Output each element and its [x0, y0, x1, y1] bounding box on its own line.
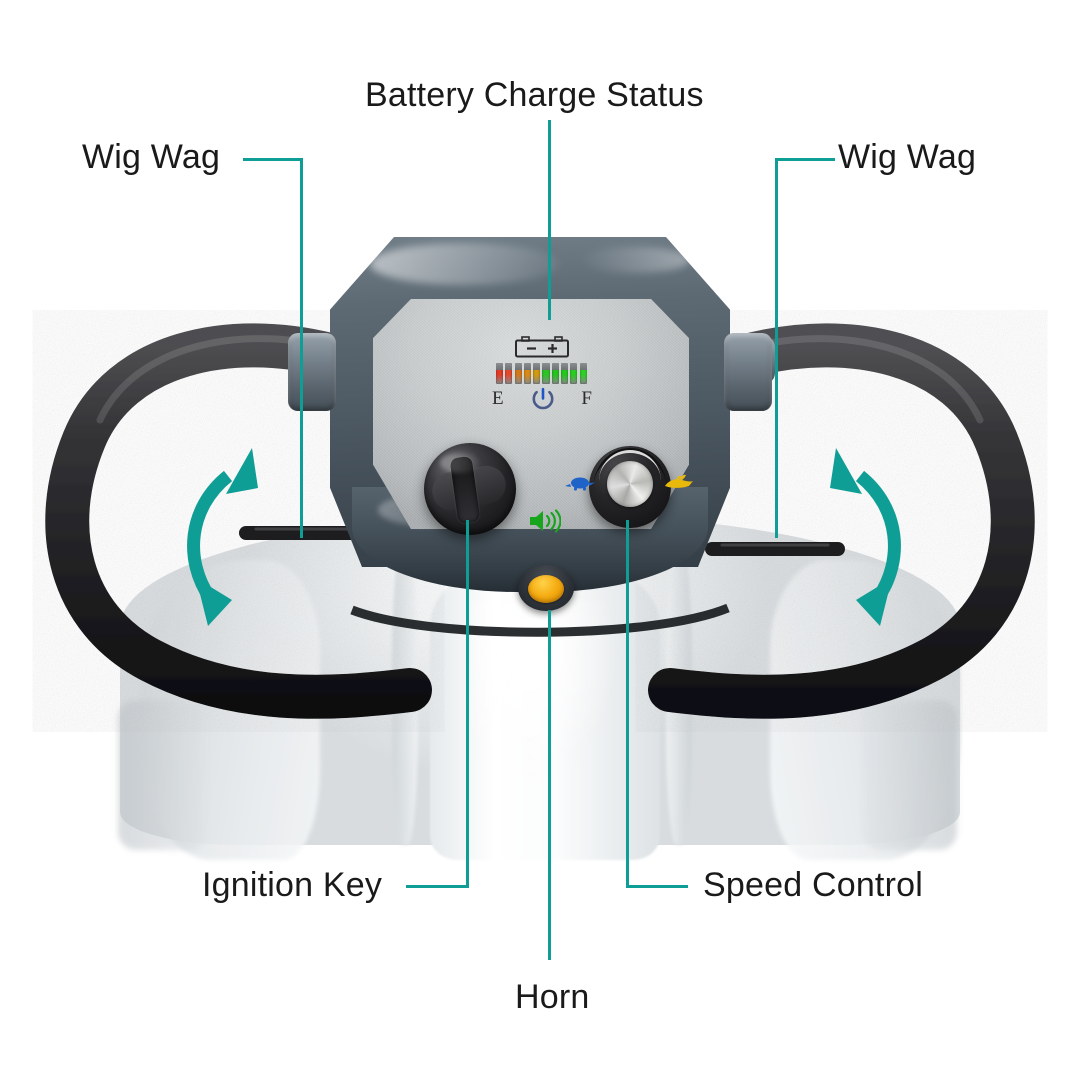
- handlebar-right[interactable]: [648, 323, 1035, 719]
- leader-line-ignition-v: [466, 520, 469, 888]
- wig-wag-motion-arrow-left: [187, 448, 258, 626]
- front-wheel-right: [862, 700, 957, 850]
- console-bezel-highlight-right: [580, 247, 690, 273]
- callout-label-wigwag-left: Wig Wag: [82, 138, 221, 176]
- battery-led-segment: [579, 363, 587, 384]
- leader-line-wigwag-left-h: [243, 158, 303, 161]
- battery-led-bargraph: [496, 363, 587, 384]
- console-stub-right: [724, 333, 772, 411]
- leader-line-wigwag-right-h: [775, 158, 835, 161]
- callout-label-horn: Horn: [515, 978, 590, 1016]
- console-stub-left: [288, 333, 336, 411]
- leader-line-ignition-h: [406, 885, 469, 888]
- speed-dial-knob[interactable]: [607, 461, 653, 507]
- leader-line-wigwag-right-v: [775, 158, 778, 538]
- gauge-full-label: F: [581, 388, 592, 409]
- callout-label-battery: Battery Charge Status: [365, 76, 704, 114]
- leader-line-horn: [548, 610, 551, 960]
- callout-label-ignition: Ignition Key: [202, 866, 383, 904]
- gauge-empty-label: E: [492, 388, 504, 409]
- callout-label-wigwag-right: Wig Wag: [838, 138, 977, 176]
- battery-icon: [515, 336, 569, 358]
- wig-wag-motion-arrow-right: [830, 448, 901, 626]
- hare-icon: [665, 474, 693, 488]
- leader-line-wigwag-left-v: [300, 158, 303, 538]
- horn-button-cap: [528, 575, 564, 603]
- battery-led-segment: [542, 363, 550, 384]
- battery-led-segment: [514, 363, 522, 384]
- power-icon: [532, 387, 554, 410]
- callout-label-speed: Speed Control: [703, 866, 923, 904]
- front-wheel-left: [118, 700, 208, 850]
- speed-dial-arc-marker: [599, 450, 661, 481]
- battery-led-segment: [551, 363, 560, 384]
- gauge-endpoint-labels: E F: [492, 388, 592, 410]
- tortoise-icon: [565, 477, 595, 491]
- horn-speaker-icon: [530, 509, 561, 533]
- battery-led-segment: [505, 363, 513, 384]
- battery-led-segment: [560, 363, 569, 384]
- console-bezel-highlight: [370, 243, 560, 285]
- leader-line-speed-h: [626, 885, 688, 888]
- battery-led-segment: [496, 363, 504, 384]
- console-seam: [350, 603, 730, 637]
- battery-led-segment: [523, 363, 532, 384]
- speed-control-dial[interactable]: [565, 446, 693, 528]
- battery-led-segment: [570, 363, 578, 384]
- wig-wag-lever-right[interactable]: [705, 542, 845, 556]
- leader-line-speed-v: [626, 520, 629, 888]
- leader-line-battery: [548, 120, 551, 320]
- battery-led-segment: [533, 363, 541, 384]
- ignition-key-highlight: [440, 453, 480, 473]
- ignition-key-switch[interactable]: [424, 443, 516, 535]
- tiller-control-console: [288, 237, 772, 592]
- horn-button[interactable]: [518, 565, 574, 611]
